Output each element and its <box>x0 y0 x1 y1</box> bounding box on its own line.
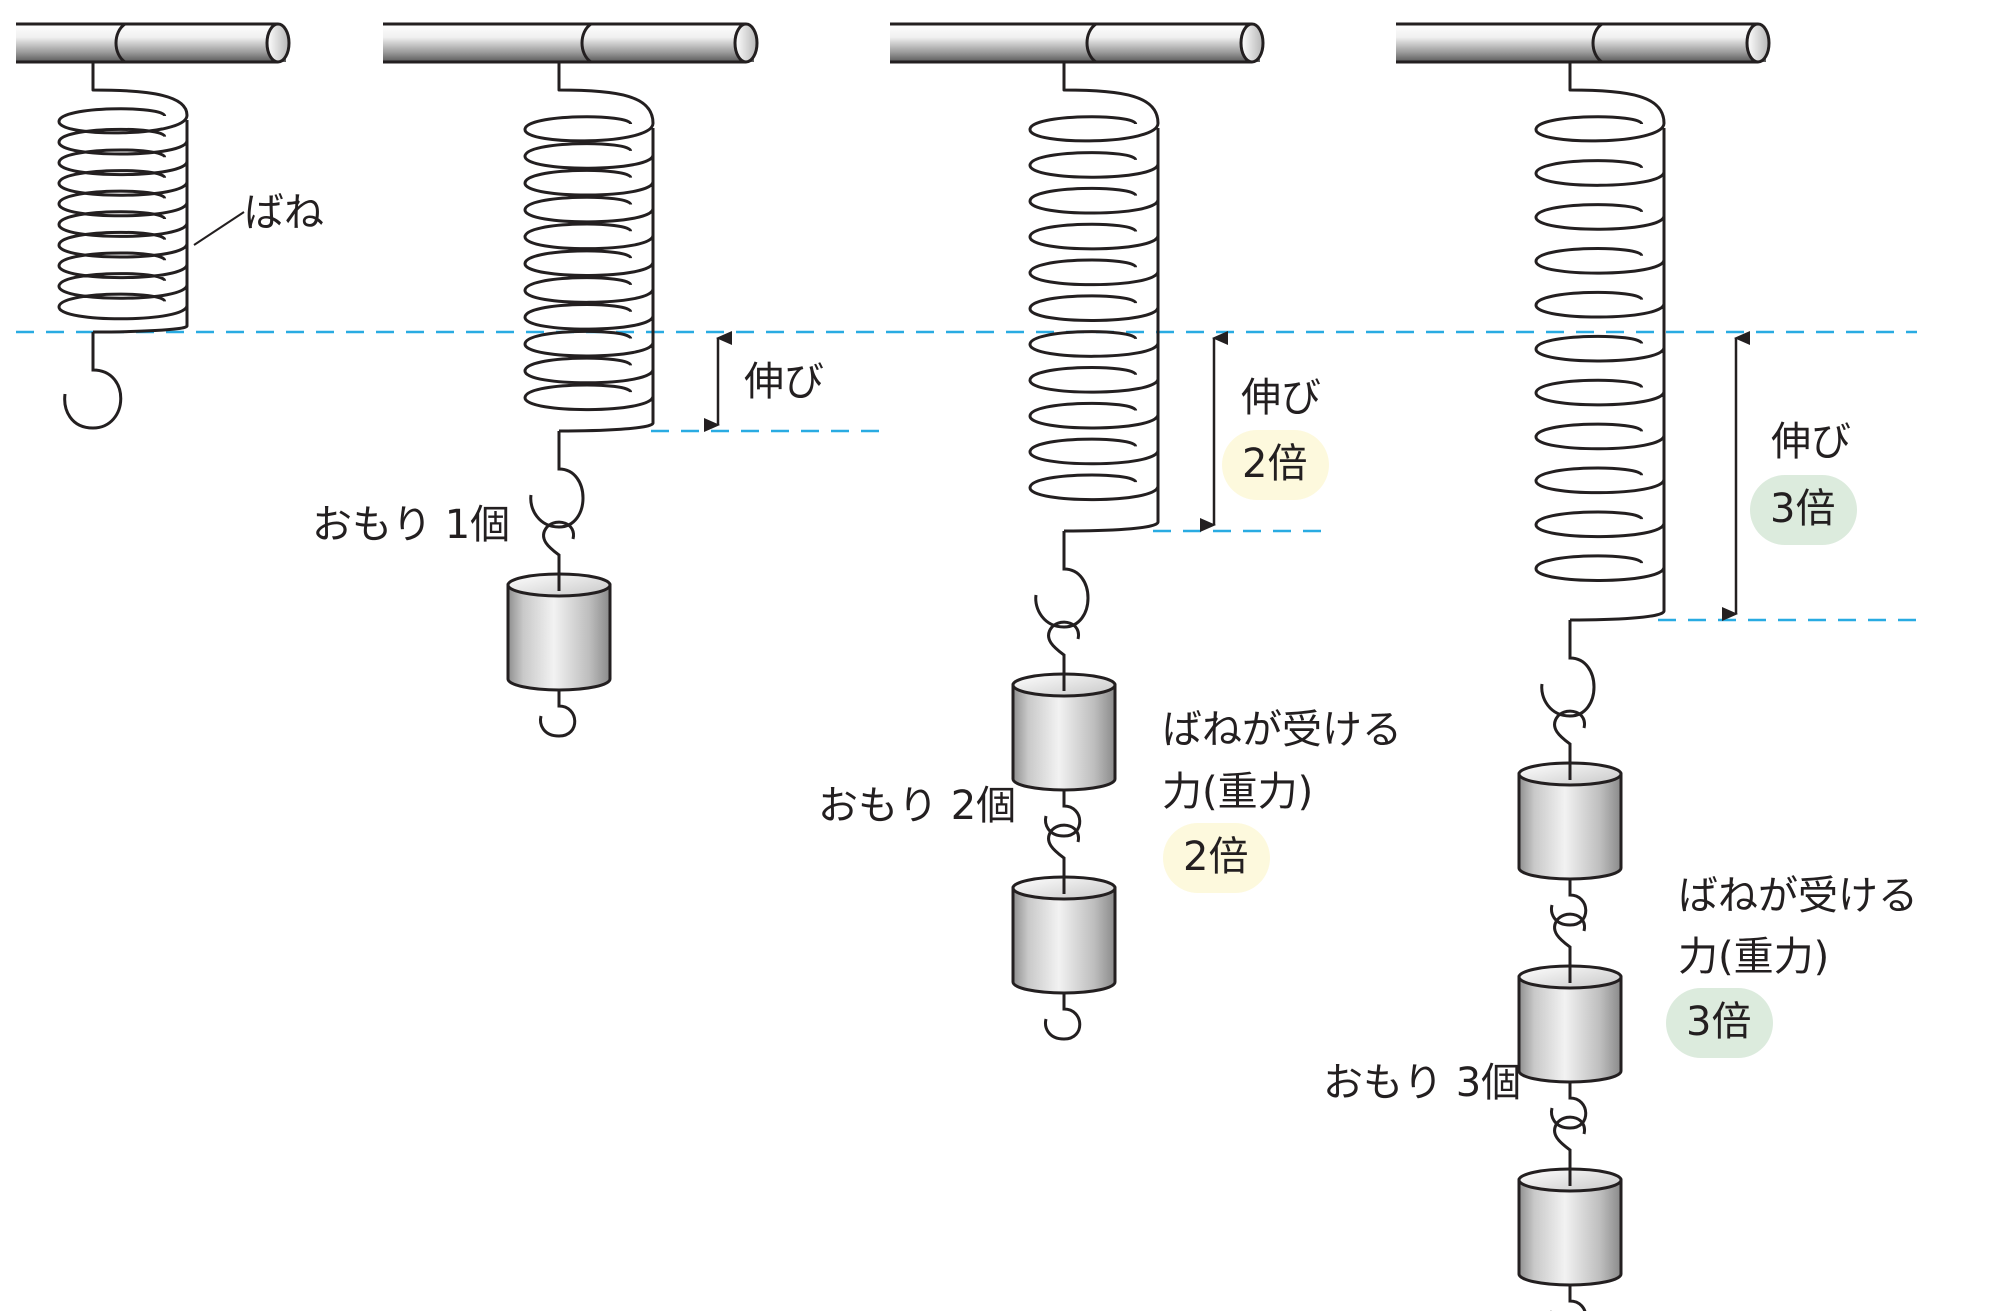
force-multiple-badge-3: 3倍 <box>1666 988 1774 1058</box>
rod-body <box>1396 24 1766 62</box>
weight-bottom-hook <box>1044 790 1082 838</box>
weight-body <box>1517 975 1623 1084</box>
spring-coil <box>523 62 655 433</box>
weight-body <box>1011 683 1117 792</box>
rod-end-cap <box>1239 22 1265 64</box>
spring-1 <box>57 62 189 334</box>
rod-body <box>890 24 1260 62</box>
weight-1-1 <box>506 520 612 738</box>
force-label-line2-2: 力(重力) <box>1162 769 1314 815</box>
weight-body <box>1011 886 1117 995</box>
weights-label-1: おもり 1個 <box>312 502 511 548</box>
hook-wire <box>63 332 123 430</box>
weight-top-hook <box>1553 1115 1586 1184</box>
spring-3 <box>1028 62 1160 533</box>
weight-top-hook <box>1047 620 1080 689</box>
rod-end-cap <box>733 22 759 64</box>
weight-3-2 <box>1517 912 1623 1130</box>
rod-body <box>16 24 286 62</box>
weight-bottom-hook <box>1550 1285 1588 1315</box>
spring-hook-2 <box>1034 531 1090 629</box>
rod-clamp-ring <box>1085 22 1097 64</box>
spring-coil <box>1534 62 1666 622</box>
rod-clamp-ring <box>114 22 126 64</box>
support-rod-4 <box>1396 22 1771 64</box>
weight-2-1 <box>1011 620 1117 838</box>
force-label-line1-2: ばねが受ける <box>1162 707 1402 753</box>
support-rod-1 <box>16 22 291 64</box>
rod-clamp-ring <box>1591 22 1603 64</box>
spring-coil <box>57 62 189 334</box>
hook-wire <box>529 431 585 529</box>
extension-multiple-badge-2: 2倍 <box>1222 430 1330 500</box>
spring-label-leader <box>193 211 245 246</box>
extension-multiple-badge-3: 3倍 <box>1750 475 1858 545</box>
weight-body <box>1517 772 1623 881</box>
hook-wire <box>1540 620 1596 718</box>
rod-clamp-ring <box>580 22 592 64</box>
weight-top-hook <box>1553 912 1586 981</box>
weight-bottom-hook <box>1550 879 1588 927</box>
rod-end-cap <box>1745 22 1771 64</box>
spring-hook-1 <box>529 431 585 529</box>
weight-top-hook <box>542 520 575 589</box>
spring-hook-3 <box>1540 620 1596 718</box>
spring-coil <box>1028 62 1160 533</box>
weight-bottom-hook <box>1550 1082 1588 1130</box>
force-label-line2-3: 力(重力) <box>1678 934 1830 980</box>
weight-3-1 <box>1517 709 1623 927</box>
bare-hook <box>63 332 123 430</box>
spring-4 <box>1534 62 1666 622</box>
weight-body <box>1517 1178 1623 1287</box>
weight-2-2 <box>1011 823 1117 1041</box>
weight-top-hook <box>1553 709 1586 778</box>
extension-label-2: 伸び <box>1241 375 1321 421</box>
weight-bottom-hook <box>1044 993 1082 1041</box>
weights-label-2: おもり 2個 <box>818 783 1017 829</box>
spring-2 <box>523 62 655 433</box>
force-label-line1-3: ばねが受ける <box>1678 873 1918 919</box>
extension-label-3: 伸び <box>1771 419 1851 465</box>
weights-label-3: おもり 3個 <box>1323 1060 1522 1106</box>
force-multiple-badge-2: 2倍 <box>1163 823 1271 893</box>
spring-label: ばね <box>244 190 324 236</box>
rod-body <box>383 24 754 62</box>
support-rod-3 <box>890 22 1265 64</box>
hook-wire <box>1034 531 1090 629</box>
support-rod-2 <box>383 22 759 64</box>
rod-end-cap <box>265 22 291 64</box>
weight-3-3 <box>1517 1115 1623 1315</box>
weight-body <box>506 583 612 692</box>
weight-bottom-hook <box>539 690 577 738</box>
extension-label-1: 伸び <box>744 359 824 405</box>
weight-top-hook <box>1047 823 1080 892</box>
